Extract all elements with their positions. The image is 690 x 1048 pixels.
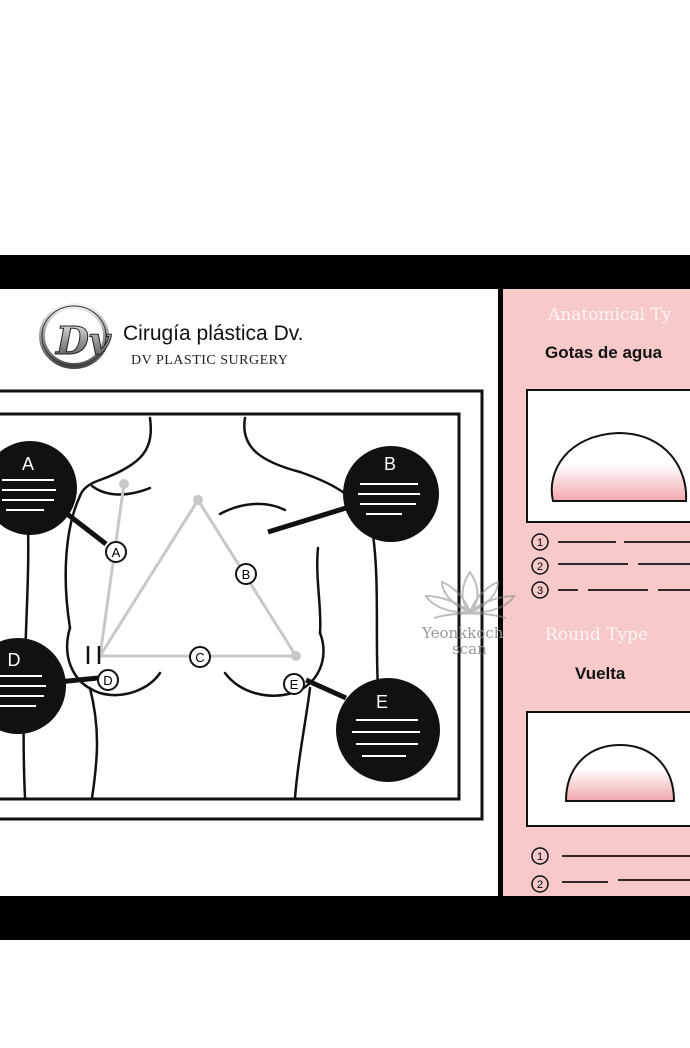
point-label-d: D	[103, 673, 112, 688]
dv-logo-icon: Dv	[39, 303, 112, 369]
point-label-a: A	[112, 545, 121, 560]
brand-name-spanish: Cirugía plástica Dv.	[123, 322, 304, 345]
anatomical-type-name: Gotas de agua	[545, 343, 663, 362]
lotus-watermark-icon	[424, 570, 516, 619]
point-labels: A B C D E	[97, 541, 305, 695]
callout-b: B	[343, 446, 439, 542]
anatomical-item-2-number: 2	[537, 561, 543, 573]
round-implant-box	[526, 711, 690, 827]
brand-name-english: DV PLASTIC SURGERY	[131, 353, 289, 368]
anatomical-item-3-number: 3	[537, 585, 543, 597]
callout-e-letter: E	[376, 692, 388, 712]
chest-diagram: A B C D E A B D E	[0, 389, 484, 821]
anatomical-item-1-number: 1	[537, 537, 543, 549]
callout-b-letter: B	[384, 454, 396, 474]
anatomical-type-heading: Anatomical Ty	[548, 305, 672, 325]
watermark-line1: Yeonkkoch	[422, 624, 504, 642]
point-label-e: E	[290, 677, 299, 692]
round-item-2-number: 2	[537, 879, 543, 891]
callout-e: E	[336, 678, 440, 782]
watermark-line2: scan	[452, 640, 487, 658]
torso-outline	[22, 416, 380, 800]
callout-a-letter: A	[22, 454, 34, 474]
anatomical-implant-box	[526, 389, 690, 523]
anatomical-list: 1 2 3	[531, 533, 690, 599]
callout-a: A	[0, 441, 77, 535]
point-label-b: B	[242, 567, 251, 582]
round-implant-icon	[564, 743, 676, 802]
round-list: 1 2	[531, 847, 690, 893]
callout-d: D	[0, 638, 66, 734]
point-label-c: C	[195, 650, 204, 665]
callout-pointers	[57, 505, 348, 701]
round-type-name: Vuelta	[575, 664, 626, 683]
measurement-lines	[98, 483, 298, 658]
round-type-heading: Round Type	[545, 625, 649, 645]
teardrop-implant-icon	[550, 431, 688, 502]
logo-letters: Dv	[55, 318, 112, 363]
round-item-1-number: 1	[537, 851, 543, 863]
callout-d-letter: D	[8, 650, 21, 670]
